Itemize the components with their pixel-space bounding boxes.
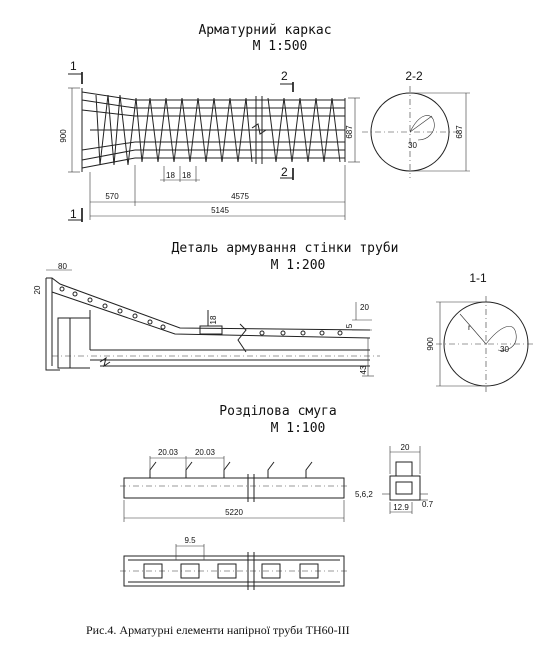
pitch-a-label: 20.03 xyxy=(158,448,179,457)
cage-height-dim-right: 687 xyxy=(345,97,360,163)
hole-pitch-label: 9.5 xyxy=(184,536,196,545)
strip-length-label: 5220 xyxy=(225,508,243,517)
separating-strip-section: Розділова смуга М 1:100 20.03 20.03 xyxy=(120,404,434,590)
cage-outline xyxy=(81,88,346,172)
section-1-1-r: r xyxy=(468,323,471,332)
section-2-2: 2-2 30 687 xyxy=(362,69,470,178)
spacing-a-label: 18 xyxy=(166,171,175,180)
section-2-2-label: 2-2 xyxy=(405,69,423,83)
pitch-b-label: 20.03 xyxy=(195,448,216,457)
height-right-label: 687 xyxy=(345,125,354,139)
len-total-label: 5145 xyxy=(211,206,229,215)
cut-mark-2: 2 2 xyxy=(280,69,294,180)
wall-detail-scale: М 1:200 xyxy=(271,258,326,273)
cage-length-dims: 570 4575 5145 xyxy=(89,165,346,220)
dim-top-80: 80 xyxy=(58,262,67,271)
strip-top-view: 9.5 xyxy=(120,536,350,590)
cut-2-label-top: 2 xyxy=(281,69,288,83)
profile-right-label: 0.7 xyxy=(422,500,434,509)
dim-rebar-18: 18 xyxy=(209,315,218,324)
cage-height-dim-left: 900 xyxy=(59,87,80,173)
strip-profile: 20 5,6,2 0.7 12.9 xyxy=(355,443,434,514)
wall-detail-title: Деталь армування стінки труби xyxy=(172,241,399,256)
cage-scale: М 1:500 xyxy=(253,39,308,54)
cage-title: Арматурний каркас xyxy=(198,23,331,38)
section-1-1-label: 1-1 xyxy=(469,271,487,285)
strip-title: Розділова смуга xyxy=(219,404,336,419)
cut-mark-1-top: 1 xyxy=(68,59,83,84)
section-1-1: 1-1 r 30 900 xyxy=(426,271,536,392)
dim-right-5: 5 xyxy=(345,323,354,328)
cut-1-label-top: 1 xyxy=(70,59,77,73)
len-b-label: 4575 xyxy=(231,192,249,201)
section-1-1-height: 900 xyxy=(426,337,435,351)
len-a-label: 570 xyxy=(105,192,119,201)
section-1-1-angle: 30 xyxy=(500,345,509,354)
cage-spacing-dims: 18 18 xyxy=(160,166,200,182)
profile-side-label: 5,6,2 xyxy=(355,490,373,499)
profile-bottom-label: 12.9 xyxy=(393,503,409,512)
strip-side-view: 20.03 20.03 5220 xyxy=(120,448,350,522)
figure-caption: Рис.4. Арматурні елементи напірної труби… xyxy=(86,623,350,637)
section-2-2-angle: 30 xyxy=(408,141,417,150)
strip-scale: М 1:100 xyxy=(271,421,326,436)
dim-right-20: 20 xyxy=(360,303,369,312)
wall-profile: 18 xyxy=(45,277,380,371)
wall-detail-section: Деталь армування стінки труби М 1:200 80… xyxy=(33,241,536,392)
cut-1-label-bottom: 1 xyxy=(70,207,77,221)
dim-left-20: 20 xyxy=(33,285,42,294)
profile-top-label: 20 xyxy=(401,443,410,452)
dim-right-43: 43 xyxy=(359,365,368,374)
spacing-b-label: 18 xyxy=(182,171,191,180)
cage-section: Арматурний каркас М 1:500 1 1 xyxy=(59,23,470,222)
section-2-2-height: 687 xyxy=(455,125,464,139)
cut-mark-1-bottom: 1 xyxy=(68,207,83,222)
cut-2-label-bottom: 2 xyxy=(281,165,288,179)
height-left-label: 900 xyxy=(59,129,68,143)
